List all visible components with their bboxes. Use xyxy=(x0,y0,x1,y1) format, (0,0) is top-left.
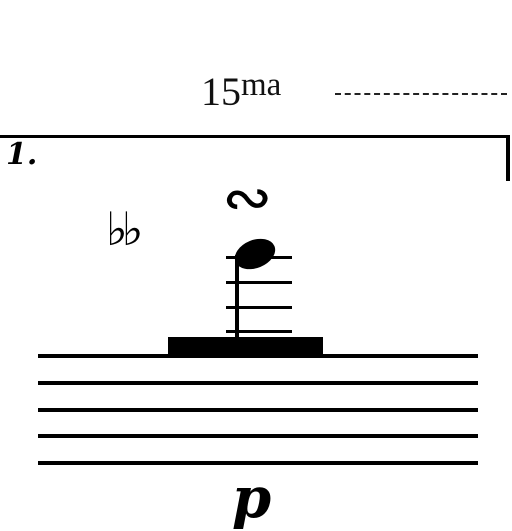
ottava-marking: 15ma xyxy=(201,69,281,114)
ledger-line xyxy=(226,281,292,284)
note-stem xyxy=(235,255,239,337)
ottava-dashed-line xyxy=(335,93,507,95)
staff-line xyxy=(38,408,478,412)
ledger-line xyxy=(226,306,292,309)
volta-bracket-end xyxy=(506,135,510,181)
staff-line xyxy=(38,461,478,465)
staff-line xyxy=(38,381,478,385)
ottava-number: 15 xyxy=(201,69,241,114)
dynamic-marking: p xyxy=(232,465,272,531)
turn-ornament-icon: ∾ xyxy=(222,163,273,233)
double-flat-icon: ♭♭ xyxy=(106,202,143,256)
staff-line xyxy=(38,354,478,358)
ledger-line xyxy=(226,256,292,259)
ottava-suffix: ma xyxy=(241,67,282,103)
volta-bracket-top xyxy=(0,135,510,138)
volta-label: 1. xyxy=(6,137,38,172)
rest-block xyxy=(168,337,323,357)
staff-line xyxy=(38,434,478,438)
ledger-line xyxy=(226,330,292,333)
